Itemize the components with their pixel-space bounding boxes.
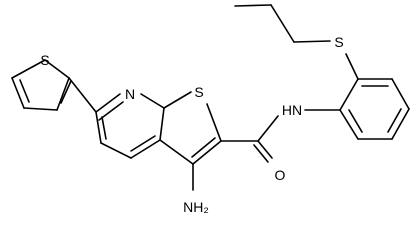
bond-lines [11, 4, 410, 191]
atom-labels: S N S HN O NH₂ S [40, 34, 343, 215]
atom-nh-amide: HN [282, 102, 302, 118]
atom-o-carbonyl: O [275, 167, 286, 183]
atom-s-thienopyridine: S [194, 84, 203, 100]
molecule-structure: S N S HN O NH₂ S [11, 4, 410, 215]
atom-nh2-amino: NH₂ [183, 199, 209, 215]
atom-s-thiophene: S [40, 52, 49, 68]
atom-n-pyridine: N [125, 86, 135, 102]
atom-s-thioether: S [334, 34, 343, 50]
